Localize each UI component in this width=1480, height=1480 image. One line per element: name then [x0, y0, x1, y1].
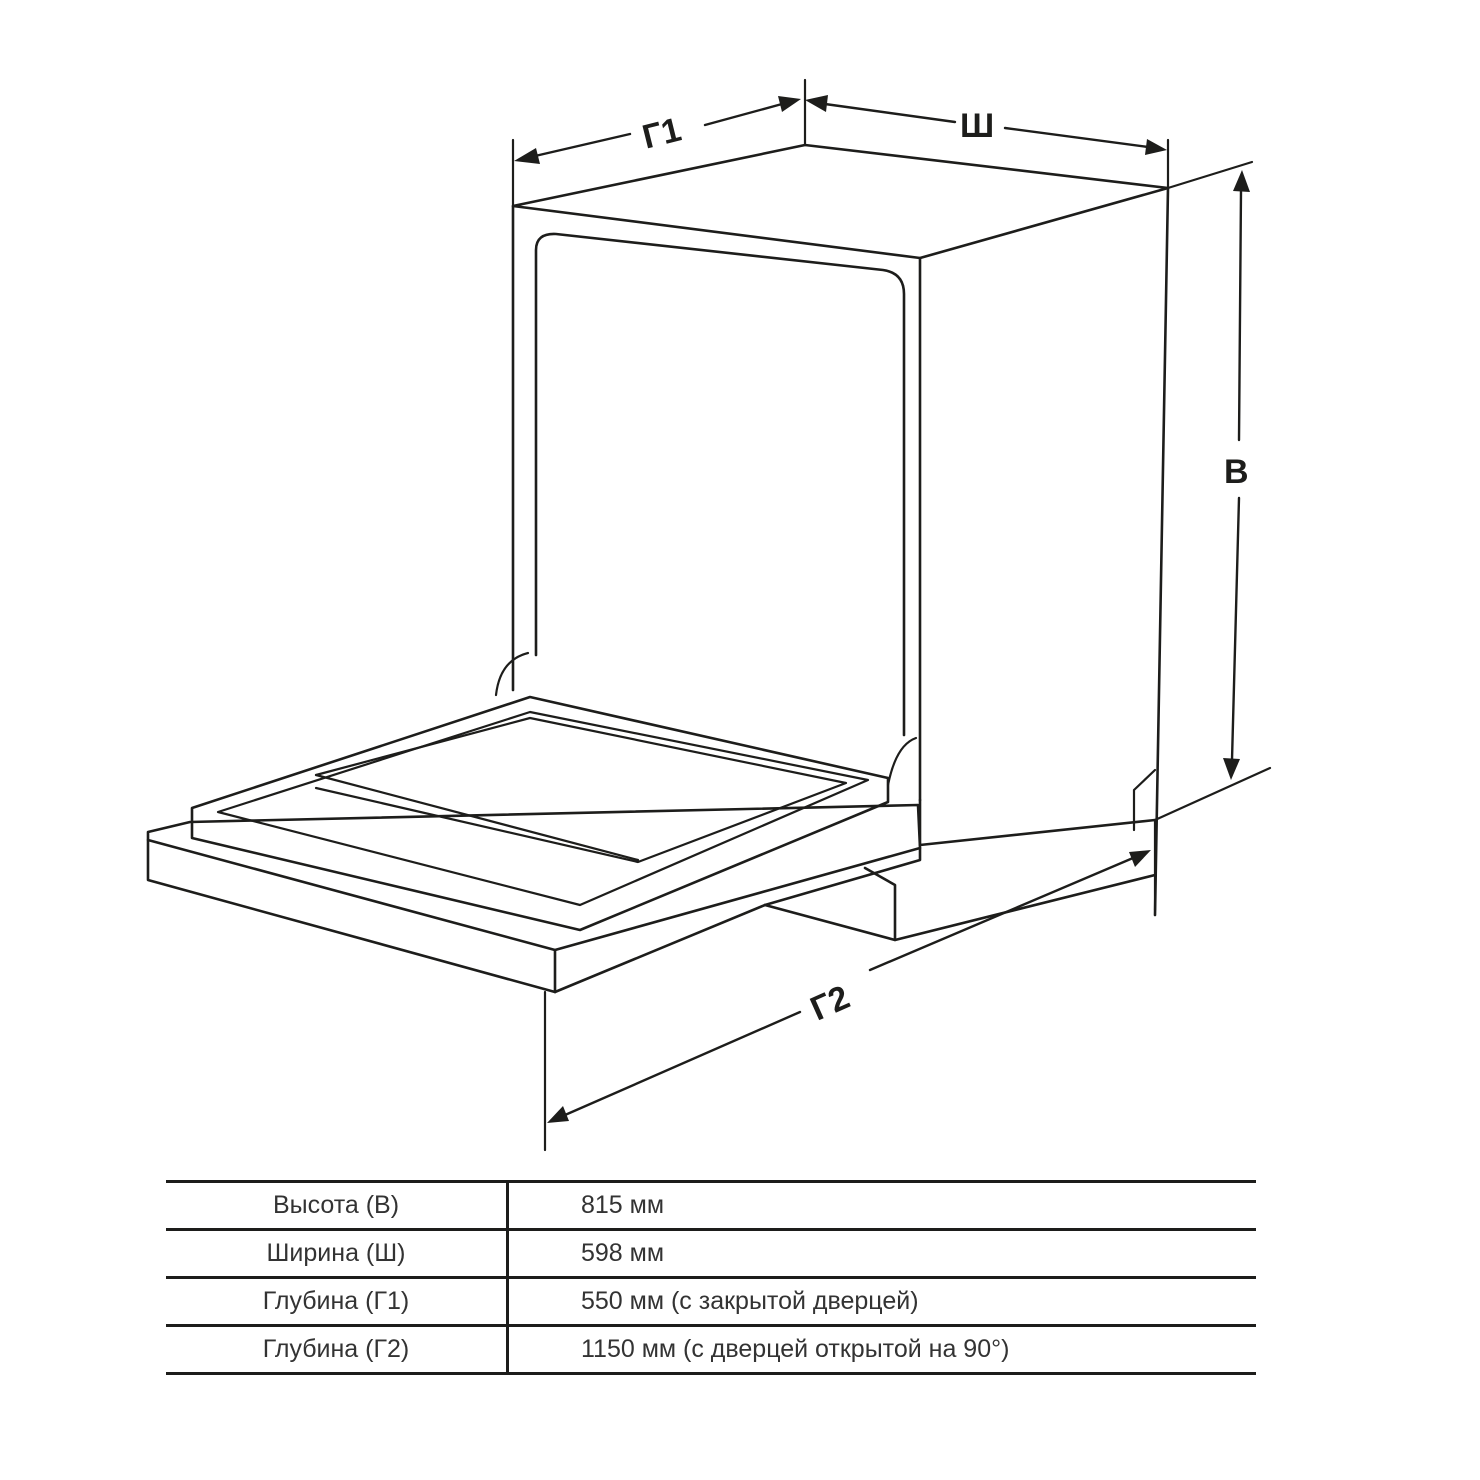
- dim-line-w-b: [1003, 126, 1150, 149]
- table-row: Глубина (Г1) 550 мм (с закрытой дверцей): [166, 1276, 1256, 1327]
- label-g2: Г2: [805, 978, 855, 1028]
- dimension-w: Ш: [805, 95, 1167, 155]
- base-plinth: [763, 866, 1157, 942]
- side-bottom-edge: [918, 798, 1157, 847]
- param-cell: Высота (В): [166, 1180, 509, 1231]
- door-panel-inner: [314, 716, 848, 864]
- arrow-g1-left: [514, 148, 540, 164]
- dim-line-h-a: [1237, 188, 1243, 442]
- arrow-g2-right: [1129, 850, 1151, 867]
- param-cell: Глубина (Г2): [166, 1324, 509, 1375]
- value-cell: 550 мм (с закрытой дверцей): [507, 1276, 1256, 1327]
- dimension-g2: Г2: [547, 850, 1151, 1123]
- arrow-g1-right: [778, 96, 801, 112]
- back-foot: [1132, 768, 1157, 832]
- label-w: Ш: [960, 107, 994, 145]
- value-cell: 1150 мм (с дверцей открытой на 90°): [507, 1324, 1256, 1375]
- door-top-face: [146, 803, 922, 952]
- arrow-h-top: [1233, 170, 1250, 192]
- door-panel-divider: [314, 773, 640, 862]
- left-hinge: [494, 651, 530, 697]
- label-h: В: [1224, 453, 1249, 491]
- door-inner-tray: [190, 695, 890, 932]
- dim-line-g1-b: [703, 102, 784, 127]
- param-cell: Ширина (Ш): [166, 1228, 509, 1279]
- dim-line-h-b: [1230, 496, 1241, 762]
- open-door: [146, 695, 1157, 994]
- value-cell: 815 мм: [507, 1180, 1256, 1231]
- dim-line-g1-a: [533, 132, 632, 158]
- table-row: Высота (В) 815 мм: [166, 1180, 1256, 1231]
- dimension-h: В: [1223, 170, 1250, 780]
- front-face: [511, 204, 922, 802]
- right-hinge: [886, 736, 918, 787]
- ext-line-h-top: [1166, 160, 1254, 190]
- dishwasher-dimension-diagram: Г1 Ш В Г2: [146, 78, 1272, 1152]
- arrow-w-right: [1145, 139, 1167, 155]
- extension-lines: [511, 78, 1272, 1152]
- tub-opening: [534, 232, 906, 737]
- dim-line-g2-b: [868, 856, 1135, 972]
- param-cell: Глубина (Г1): [166, 1276, 509, 1327]
- dimensions-spec-table: Высота (В) 815 мм Ширина (Ш) 598 мм Глуб…: [166, 1180, 1256, 1375]
- dim-line-g2-a: [563, 1010, 802, 1117]
- dimension-g1: Г1: [514, 96, 801, 164]
- dim-line-w-a: [823, 102, 957, 124]
- table-row: Глубина (Г2) 1150 мм (с дверцей открытой…: [166, 1324, 1256, 1375]
- door-side-edge: [553, 846, 922, 994]
- label-g1: Г1: [639, 111, 685, 157]
- value-cell: 598 мм: [507, 1228, 1256, 1279]
- arrow-g2-left: [547, 1106, 569, 1123]
- arrow-w-left: [805, 95, 828, 112]
- dishwasher-body: [494, 143, 1170, 917]
- door-front-edge: [146, 838, 557, 994]
- arrow-h-bottom: [1223, 758, 1240, 780]
- ext-line-h-bottom: [1153, 766, 1272, 822]
- table-row: Ширина (Ш) 598 мм: [166, 1228, 1256, 1279]
- right-side-face: [1153, 186, 1170, 917]
